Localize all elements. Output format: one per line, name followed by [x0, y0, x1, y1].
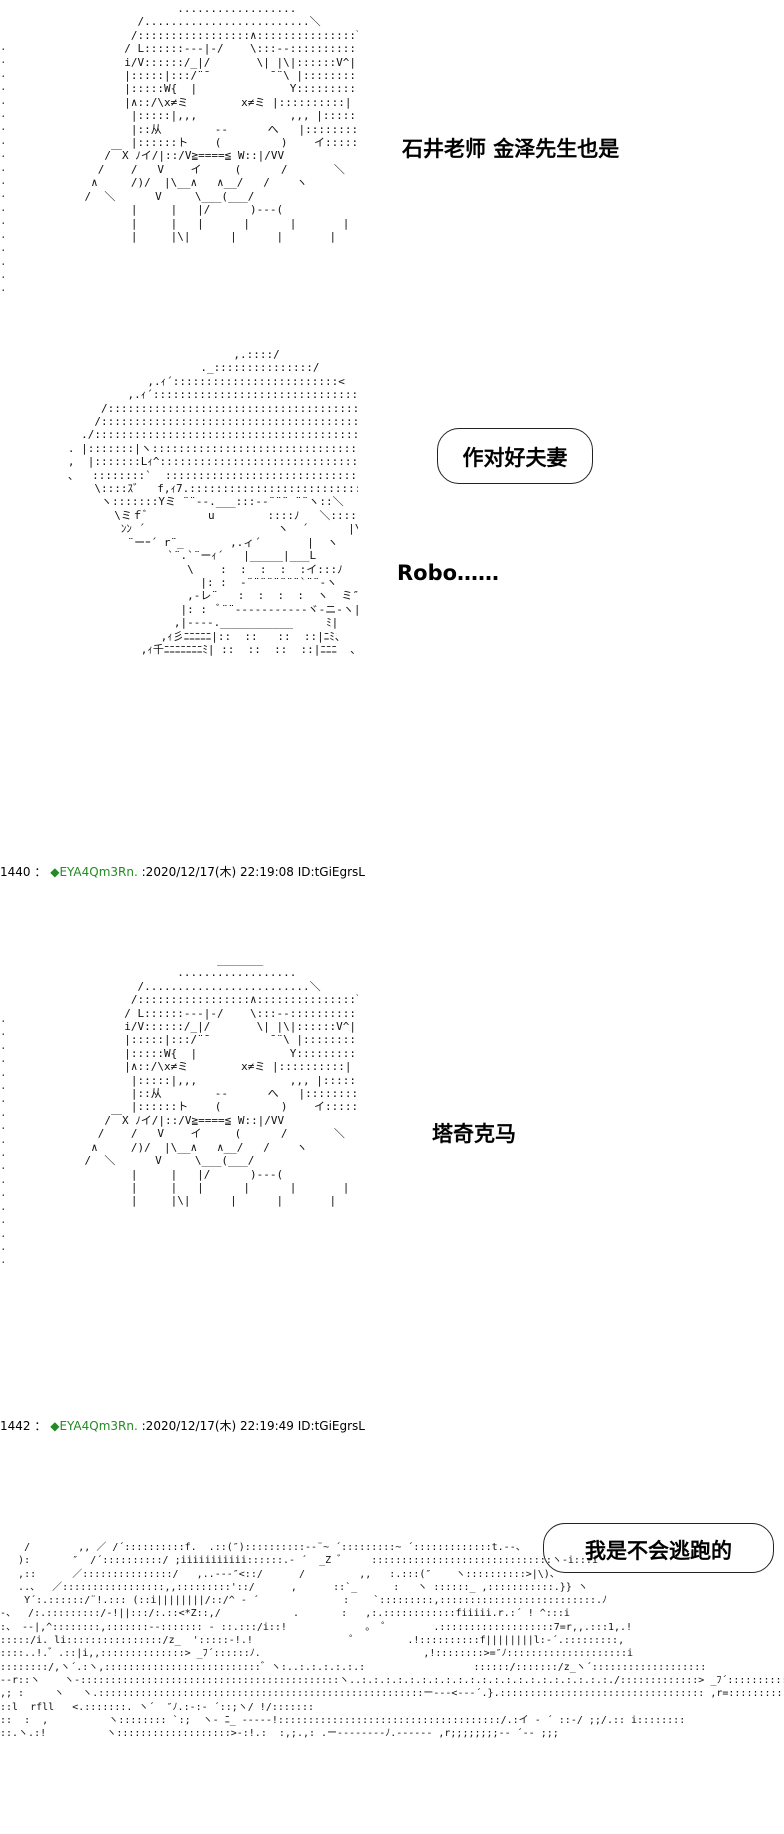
left-margin-marks-2: . . . . . . . . . . . . . . . . . . . [0, 1012, 7, 1267]
ascii-art-robo: ,.::::/ ._:::::::::::::::/ ,.ｨ´:::::::::… [67, 348, 358, 656]
ascii-art-girl-2: _______ .................. /............… [84, 953, 358, 1208]
post-id: ID:tGiEgrsL [297, 1419, 365, 1433]
dialog-text-1: 石井老师 金泽先生也是 [402, 137, 620, 161]
post-datetime: :2020/12/17(木) 22:19:08 [141, 865, 294, 879]
post-datetime: :2020/12/17(木) 22:19:49 [141, 1419, 294, 1433]
ascii-art-girl-1: .................. /....................… [84, 2, 358, 243]
speech-bubble-text-1: 作对好夫妻 [462, 446, 568, 470]
dialog-text-3: 塔奇克马 [432, 1122, 516, 1146]
post-number[interactable]: 1440 [0, 865, 31, 879]
speech-bubble-1: 作对好夫妻 [437, 428, 593, 484]
speech-bubble-text-2: 我是不会逃跑的 [585, 1539, 732, 1563]
speech-bubble-2: 我是不会逃跑的 [543, 1523, 774, 1573]
post-separator: ： [34, 865, 47, 879]
trip-code: EYA4Qm3Rn. [59, 865, 138, 879]
post-id: ID:tGiEgrsL [297, 865, 365, 879]
trip-code: EYA4Qm3Rn. [59, 1419, 138, 1433]
post-header-1440: 1440 ： ◆EYA4Qm3Rn. :2020/12/17(木) 22:19:… [0, 863, 365, 880]
post-number[interactable]: 1442 [0, 1419, 31, 1433]
left-margin-marks-1: . . . . . . . . . . . . . . . . . . . [0, 40, 7, 295]
ascii-art-scene: / ,, ／ /´::::::::::f. .::(″)::::::::::-‐… [0, 1542, 784, 1740]
post-header-1442: 1442 ： ◆EYA4Qm3Rn. :2020/12/17(木) 22:19:… [0, 1417, 365, 1434]
post-separator: ： [34, 1419, 47, 1433]
trip-diamond-icon: ◆ [50, 1419, 60, 1433]
dialog-text-2: Robo…… [397, 561, 500, 585]
trip-diamond-icon: ◆ [50, 865, 60, 879]
